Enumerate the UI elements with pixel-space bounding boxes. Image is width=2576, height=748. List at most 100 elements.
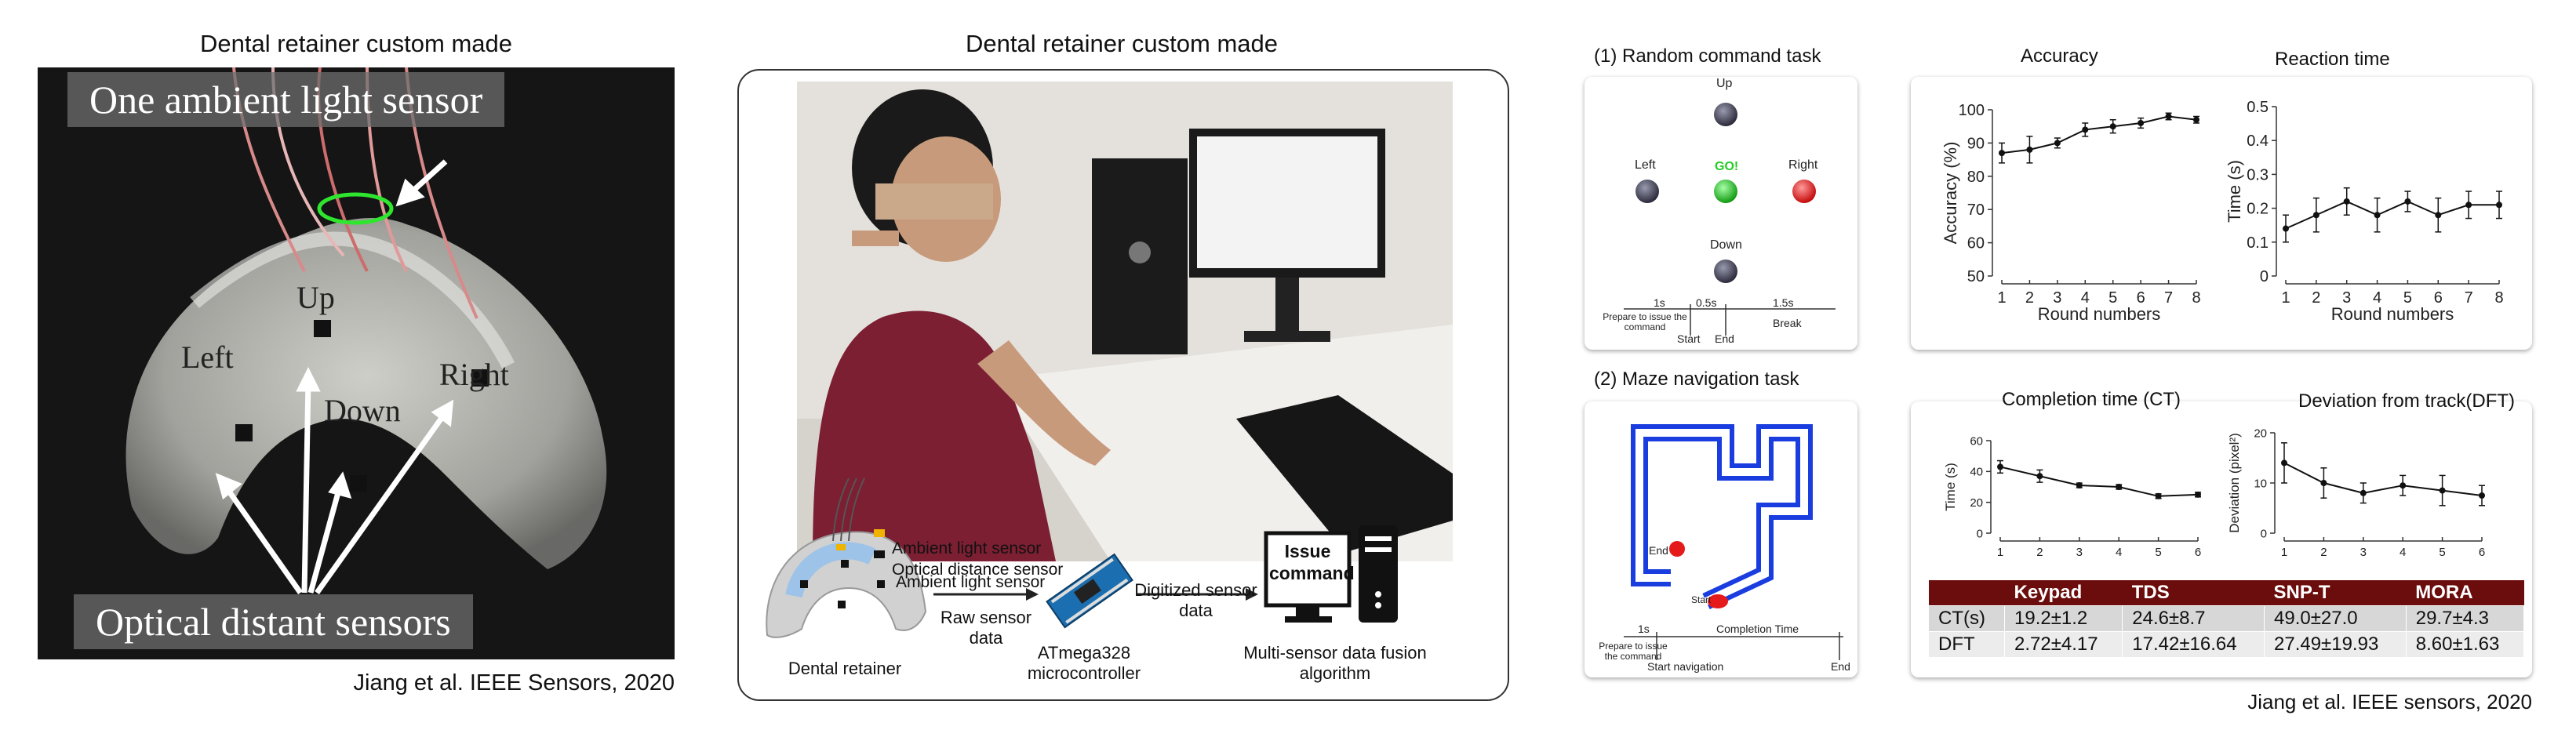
y-tick-label: 50: [1967, 268, 1985, 285]
data-point: [2312, 212, 2319, 219]
table-cell: CT(s): [1927, 605, 2006, 632]
optical-sensors-label: Optical distant sensors: [74, 594, 473, 649]
table-header-row: Keypad TDS SNP-T MORA: [1928, 580, 2524, 606]
x-axis-label: Round numbers: [2038, 304, 2161, 324]
series-line: [1999, 466, 2199, 497]
t1-break: Break: [1773, 317, 1802, 329]
data-point: [2193, 116, 2199, 123]
data-point: [2404, 198, 2411, 205]
x-tick-label: 2: [2036, 546, 2043, 559]
x-tick-label: 4: [2116, 546, 2122, 559]
direction-left-label: Left: [181, 340, 234, 375]
down-label: Down: [1710, 238, 1742, 252]
table-cell: 27.49±19.93: [2264, 631, 2407, 658]
t2-1s: 1s: [1638, 623, 1650, 635]
y-tick-label: 80: [1967, 169, 1985, 186]
table-header: [1928, 580, 2005, 606]
maze-start-label: Start: [1691, 594, 1712, 605]
raw-sensor-arrow-label: Raw sensor data: [940, 608, 1032, 648]
y-tick-label: 0: [2260, 268, 2269, 285]
data-point: [2343, 198, 2350, 205]
x-tick-label: 3: [2053, 289, 2061, 307]
x-tick-label: 5: [2155, 546, 2161, 559]
maze-diagram: [1624, 424, 1843, 660]
t1-prepare: Prepare to issue the command: [1603, 311, 1687, 333]
x-tick-label: 2: [2320, 546, 2327, 559]
table-row: CT(s) 19.2±1.2 24.6±8.7 49.0±27.0 29.7±4…: [1927, 605, 2525, 632]
table-cell: DFT: [1927, 631, 2006, 658]
retainer-photo: One ambient light sensor Optical distant…: [38, 67, 675, 659]
data-point: [2026, 146, 2033, 153]
y-axis-label: Deviation (pixel²): [2227, 433, 2242, 533]
x-tick-label: 1: [2281, 546, 2287, 559]
setup-schematic: [766, 477, 1398, 638]
x-tick-label: 4: [2400, 546, 2406, 559]
data-point: [2116, 484, 2123, 490]
y-tick-label: 0: [1977, 527, 1983, 540]
x-tick-label: 5: [2108, 289, 2117, 307]
y-tick-label: 20: [2254, 427, 2267, 440]
x-axis-label: Round numbers: [2331, 304, 2454, 324]
panel2-title: Dental retainer custom made: [965, 30, 1279, 57]
x-tick-label: 2: [2312, 289, 2320, 307]
y-tick-label: 0.3: [2247, 166, 2269, 183]
right-label: Right: [1788, 158, 1818, 172]
dental-retainer-caption: Dental retainer: [788, 659, 902, 678]
face-redaction: [875, 183, 993, 220]
x-tick-label: 7: [2465, 289, 2473, 307]
data-point: [2283, 225, 2289, 232]
completion-title: Completion time (CT): [2002, 389, 2181, 410]
mcu-caption: ATmega328 microcontroller: [1027, 643, 1141, 684]
fusion-caption: Multi-sensor data fusion algorithm: [1243, 643, 1427, 684]
data-point: [2109, 123, 2116, 130]
results-table: Keypad TDS SNP-T MORA CT(s) 19.2±1.2 24.…: [1927, 580, 2525, 658]
table-row: DFT 2.72±4.17 17.42±16.64 27.49±19.93 8.…: [1927, 631, 2525, 658]
legend-ambient: Ambient light sensor: [896, 573, 1046, 591]
series-line: [2285, 200, 2499, 230]
data-point: [2155, 492, 2162, 499]
y-tick-label: 60: [1967, 235, 1985, 252]
task1-title: (1) Random command task: [1594, 45, 1821, 67]
table-header: SNP-T: [2264, 580, 2407, 606]
data-point: [2082, 126, 2089, 133]
data-point: [2195, 491, 2201, 498]
y-tick-label: 0.4: [2247, 133, 2269, 150]
x-tick-label: 6: [2137, 289, 2145, 307]
t1-15s: 1.5s: [1773, 296, 1794, 309]
accuracy-title: Accuracy: [2021, 45, 2098, 67]
data-point: [2165, 113, 2172, 120]
x-tick-label: 4: [2081, 289, 2090, 307]
table-cell: 49.0±27.0: [2264, 605, 2407, 632]
x-tick-label: 1: [1997, 546, 2003, 559]
setup-panel: Ambient light sensor Ambient light senso…: [737, 69, 1509, 701]
direction-down-label: Down: [324, 393, 401, 428]
x-tick-label: 2: [2025, 289, 2034, 307]
data-point: [2054, 140, 2061, 147]
t2-start-nav: Start navigation: [1647, 660, 1724, 673]
data-point: [2076, 482, 2083, 489]
series-line: [2001, 115, 2197, 154]
x-tick-label: 1: [1997, 289, 2006, 307]
table-cell: 24.6±8.7: [2122, 605, 2265, 632]
data-point: [2360, 489, 2367, 496]
table-cell: 17.42±16.64: [2122, 631, 2265, 658]
table-cell: 29.7±4.3: [2405, 605, 2525, 632]
x-tick-label: 5: [2439, 546, 2445, 559]
data-point: [2496, 202, 2502, 209]
y-tick-label: 40: [1970, 466, 1983, 479]
round-charts-card: [1911, 77, 2532, 350]
task1-card: Up Left GO! Right Down 1s 0.5s 1.5s Prep…: [1585, 77, 1857, 350]
deviation-title: Deviation from track(DFT): [2298, 390, 2516, 412]
panel3-citation: Jiang et al. IEEE sensors, 2020: [2247, 690, 2532, 714]
x-tick-label: 3: [2342, 289, 2351, 307]
data-point: [2439, 487, 2446, 494]
t2-prepare: Prepare to issue the command: [1599, 641, 1668, 663]
issue-command-label: Issue command: [1269, 541, 1355, 583]
x-tick-label: 7: [2164, 289, 2173, 307]
y-axis-label: Time (s): [1943, 463, 1958, 511]
table-cell: 2.72±4.17: [2004, 631, 2123, 658]
